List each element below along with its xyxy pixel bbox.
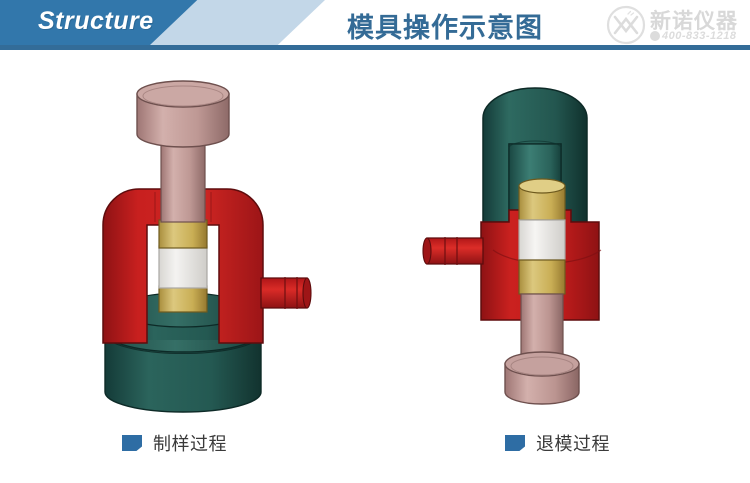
- page-title: 模具操作示意图: [347, 13, 543, 44]
- bullet-parallelogram-icon: [505, 435, 525, 451]
- header-underline: [0, 45, 750, 50]
- plunger-head: [136, 80, 230, 148]
- red-vacuum-port: [260, 277, 312, 309]
- caption-sample-prep: 制样过程: [122, 430, 227, 456]
- white-sample-pellet: [158, 245, 208, 289]
- page-header: Structure 模具操作示意图 新诺仪器 400-833-1218: [0, 0, 750, 52]
- brass-ring-lower: [518, 259, 566, 295]
- mold-diagram-demolding: [415, 70, 685, 415]
- caption-right-label: 退模过程: [536, 434, 610, 455]
- mold-diagram-sample-prep: [85, 70, 330, 415]
- diagram-area: [0, 52, 750, 427]
- caption-left-label: 制样过程: [153, 434, 227, 455]
- plunger-rod: [520, 293, 564, 361]
- caption-demolding: 退模过程: [505, 430, 610, 456]
- section-label: Structure: [38, 7, 154, 35]
- logo-brand-name: 新诺仪器: [650, 9, 738, 33]
- xn-logo-icon: [606, 5, 646, 45]
- brass-ring-lower: [158, 285, 208, 313]
- logo-phone-group: 400-833-1218: [650, 30, 737, 42]
- brass-ring-upper: [518, 178, 566, 221]
- white-sample-pellet: [518, 219, 566, 261]
- logo-phone-number: 400-833-1218: [662, 30, 737, 42]
- bullet-parallelogram-icon: [122, 435, 142, 451]
- red-vacuum-port: [422, 237, 484, 265]
- brass-ring-upper: [158, 219, 208, 249]
- company-logo: 新诺仪器 400-833-1218: [606, 4, 746, 48]
- plunger-foot: [504, 351, 580, 405]
- red-die-body: [102, 188, 264, 344]
- phone-circle-icon: [650, 31, 660, 41]
